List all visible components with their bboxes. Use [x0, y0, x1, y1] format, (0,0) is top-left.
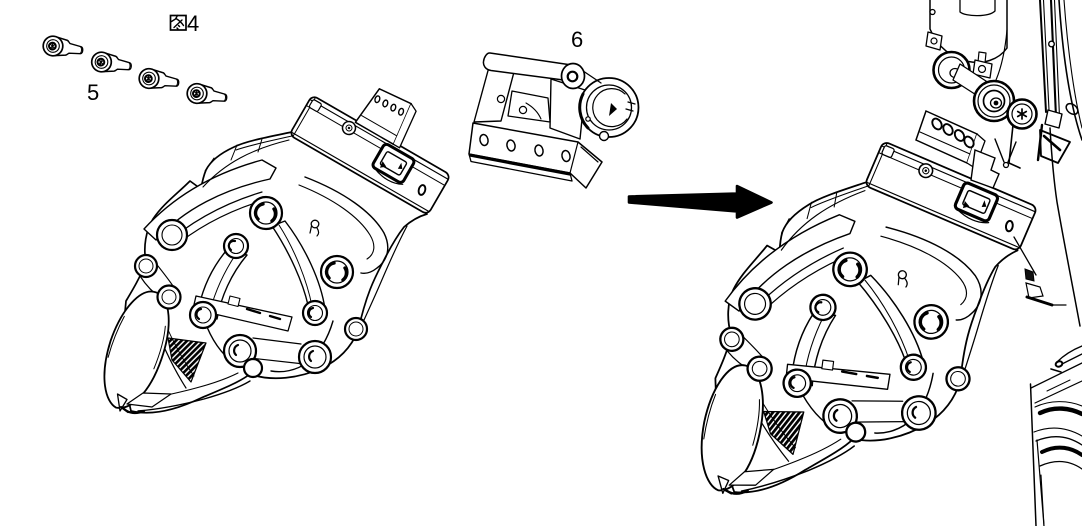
svg-text:4: 4 — [187, 11, 199, 36]
svg-text:6: 6 — [571, 27, 583, 52]
svg-text:5: 5 — [87, 80, 99, 105]
